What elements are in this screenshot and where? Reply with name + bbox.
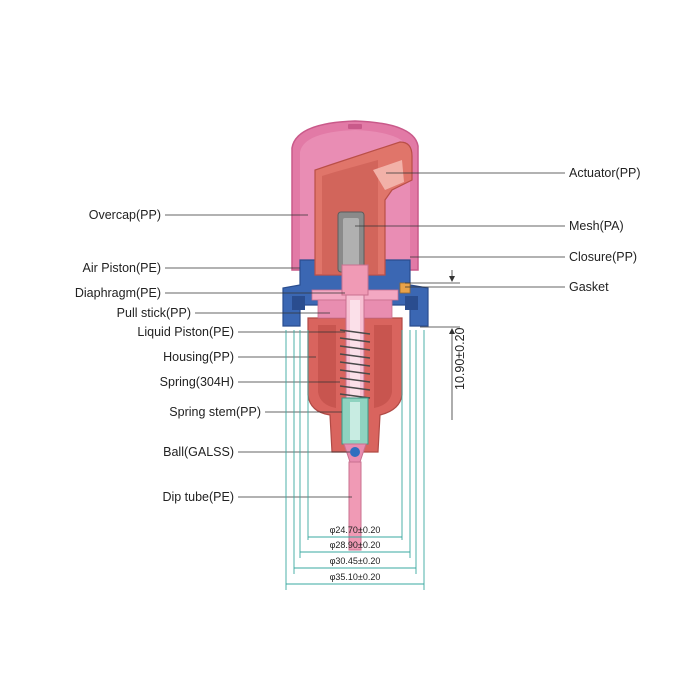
- stem-shape: [341, 264, 369, 416]
- label-closure: Closure(PP): [569, 250, 637, 264]
- label-housing: Housing(PP): [163, 350, 234, 364]
- label-gasket: Gasket: [569, 280, 609, 294]
- label-dip-tube: Dip tube(PE): [162, 490, 234, 504]
- label-ball: Ball(GALSS): [163, 445, 234, 459]
- height-dimension: [405, 270, 460, 420]
- label-spring-stem: Spring stem(PP): [169, 405, 261, 419]
- label-spring: Spring(304H): [160, 375, 234, 389]
- label-mesh: Mesh(PA): [569, 219, 624, 233]
- dip-tube-shape: [348, 461, 362, 551]
- mesh-shape: [337, 211, 365, 273]
- label-pull-stick: Pull stick(PP): [117, 306, 191, 320]
- label-overcap: Overcap(PP): [89, 208, 161, 222]
- label-diameter-2: φ28.90±0.20: [330, 540, 381, 550]
- label-air-piston: Air Piston(PE): [83, 261, 162, 275]
- label-liquid-piston: Liquid Piston(PE): [137, 325, 234, 339]
- label-diameter-3: φ30.45±0.20: [330, 556, 381, 566]
- spring-stem-shape: [341, 397, 369, 445]
- label-diameter-4: φ35.10±0.20: [330, 572, 381, 582]
- spring-shape: [339, 329, 371, 399]
- diameter-dimension-lines: [285, 330, 425, 590]
- ball-shape: [343, 443, 367, 463]
- label-diameter-1: φ24.70±0.20: [330, 525, 381, 535]
- label-actuator: Actuator(PP): [569, 166, 641, 180]
- label-diaphragm: Diaphragm(PE): [75, 286, 161, 300]
- label-height-dimension: 10.90±0.20: [453, 327, 467, 390]
